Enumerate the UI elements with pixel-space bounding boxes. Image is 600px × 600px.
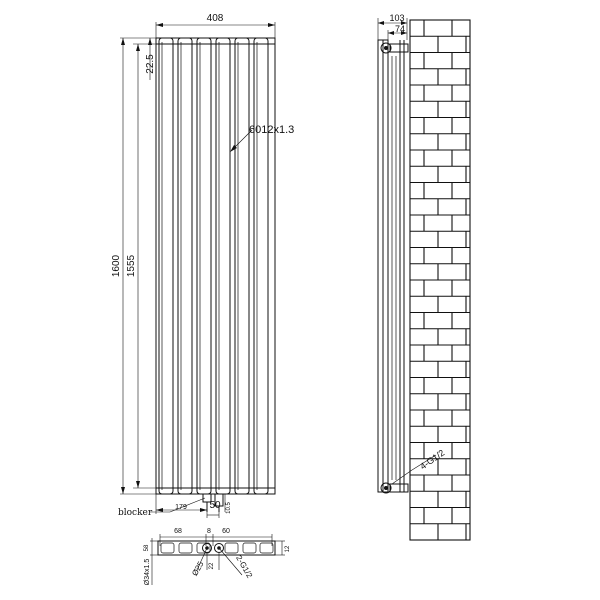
radiator-profile-front: [377, 39, 384, 493]
tube-spec-label: 6012x1.3: [249, 124, 294, 136]
pipe-spacing-label: 50: [209, 500, 221, 511]
bottom-pipe-label: Ø34x1.5: [144, 559, 151, 586]
top-bracket: [380, 42, 392, 54]
width-label: 408: [207, 13, 224, 24]
bottom-right-height-label: 12: [285, 545, 291, 552]
pipe-drop-label: 10.5: [226, 502, 232, 514]
pipe-circle-right: [214, 543, 224, 553]
total-height-label: 1600: [111, 254, 122, 277]
depth-label: 103: [389, 13, 404, 23]
radiator-panels: [158, 37, 269, 495]
side-thread-label: 4-G1/2: [418, 448, 446, 472]
bottom-right-dim-label: 60: [222, 528, 230, 535]
center-height-label: 1555: [126, 254, 137, 277]
panel-2: [177, 37, 193, 495]
side-view: 103 74 4-G1/2: [377, 13, 471, 541]
panel-6: [253, 37, 269, 495]
bottom-thread-label: 2-G1/2: [234, 554, 254, 580]
front-view: 408 1600: [111, 13, 294, 518]
plan-outline: [157, 540, 276, 556]
panel-5: [234, 37, 250, 495]
bottom-height-dim-label: 58: [144, 544, 150, 551]
panel-3: [196, 37, 212, 495]
bottom-hole-label: Ø25: [190, 559, 206, 577]
bottom-middle-dim-label: 8: [207, 528, 211, 535]
panel-4: [215, 37, 231, 495]
bottom-small-dim-label: 22: [209, 562, 215, 569]
bottom-bracket: [380, 482, 392, 494]
bottom-plan-view: 68 8 60 58 Ø34x1.5 12 22 Ø25: [144, 528, 291, 585]
blocker-label: blocker: [118, 508, 153, 518]
brick-wall: [409, 19, 471, 541]
panel-1: [158, 37, 174, 495]
bottom-left-dim-label: 68: [174, 528, 182, 535]
top-offset-label: 22.5: [145, 54, 156, 74]
wall-gap-label: 74: [395, 24, 405, 34]
pipe-circle-left: [202, 543, 212, 553]
